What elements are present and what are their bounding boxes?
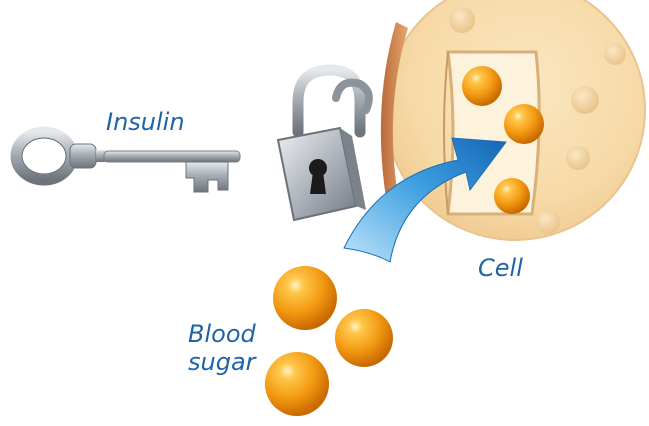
padlock-icon	[276, 64, 373, 222]
curved-arrow-icon	[343, 137, 507, 263]
blood-sugar-label-line1: Blood	[188, 320, 256, 348]
cell-bump	[566, 146, 590, 170]
blood-sugar-group	[265, 266, 393, 416]
cell-label: Cell	[478, 254, 523, 282]
glucose-inside-1	[462, 66, 502, 106]
cell-bump	[604, 43, 626, 65]
blood-sugar-label-line2: sugar	[188, 348, 256, 376]
cell-wall	[380, 22, 408, 198]
cell-illustration	[380, 0, 646, 241]
cell-bump	[536, 210, 560, 234]
key-icon	[10, 126, 241, 193]
glucose-inside-2	[504, 104, 544, 144]
blood-sugar-label: Blood sugar	[188, 320, 256, 376]
glucose-inside-3	[494, 178, 530, 214]
glucose-ball-3	[265, 352, 329, 416]
cell-bump	[449, 7, 475, 33]
insulin-label: Insulin	[106, 108, 185, 136]
cell-bump	[571, 86, 599, 114]
glucose-ball-2	[335, 309, 393, 367]
glucose-ball-1	[273, 266, 337, 330]
